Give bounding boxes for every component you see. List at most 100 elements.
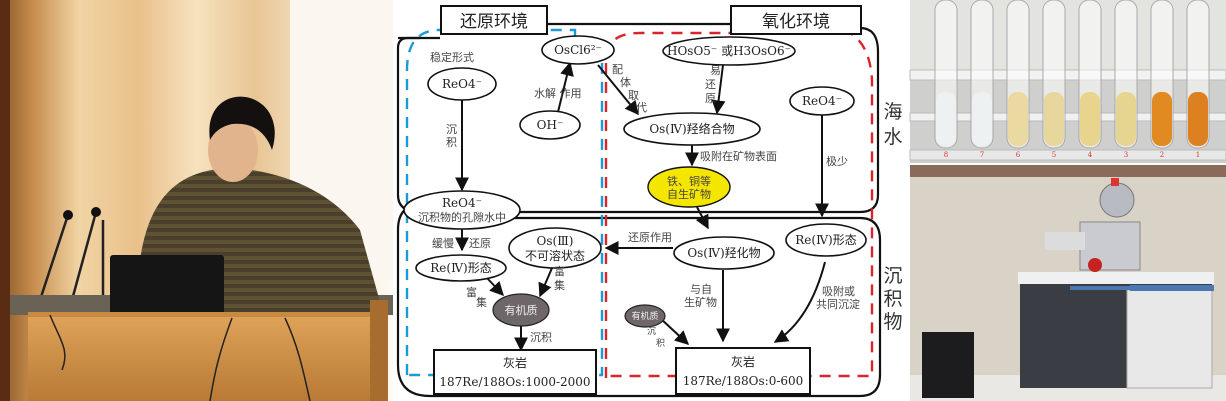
node-hoso5-label: HOsO5⁻ 或H3OsO6⁻ (667, 44, 791, 58)
arrow-re4-to-limestone (773, 261, 826, 343)
label-enrich-a-2: 集 (476, 295, 487, 309)
seawater-label-1: 海 (883, 101, 902, 123)
diagram-canvas: 还原环境 氧化环境 海 水 沉 积 物 稳定形式 (396, 5, 903, 398)
arrow-minerals-to-os4hydroxide (695, 206, 709, 230)
presenter-photo-illustration (0, 0, 393, 401)
node-reo4-top-label: ReO4⁻ (442, 77, 482, 91)
tube-liquid (936, 92, 956, 146)
reducing-header: 还原环境 (460, 12, 528, 32)
label-very-little: 极少 (826, 154, 848, 168)
node-limestone-right-title: 灰岩 (731, 354, 755, 369)
label-easily-reduced-1: 易 (710, 64, 721, 77)
arrow-oscl6-to-os4 (597, 64, 639, 116)
node-limestone-right-ratio: 187Re/188Os:0-600 (683, 374, 804, 388)
node-organic-left (492, 293, 550, 327)
sediment-label-2: 积 (883, 288, 902, 310)
node-reo4-top (427, 67, 497, 101)
node-re4-left-label: Re(Ⅳ)形态 (430, 261, 492, 275)
tube-liquid (1152, 92, 1172, 146)
node-oh-label: OH⁻ (537, 118, 564, 132)
tube-liquid (1080, 92, 1100, 146)
label-enrich-a-1: 富 (466, 285, 477, 299)
arrow-organic-small-to-limestone (659, 317, 690, 345)
node-limestone-left-title: 灰岩 (503, 355, 527, 370)
tube-number-label: 3 (1124, 151, 1128, 159)
presenter-hair (209, 96, 275, 150)
seawater-label-2: 水 (883, 126, 902, 148)
label-deposit-small-1: 沉 (647, 326, 656, 337)
node-os3 (508, 227, 602, 269)
computer-tower (922, 332, 974, 398)
label-sink-2: 积 (446, 136, 457, 149)
label-with-authigenic-1: 与自 (690, 283, 712, 296)
node-re4-left (415, 254, 507, 282)
tube-number-label: 1 (1196, 151, 1200, 159)
label-adsorb-coprecip-2: 共同沉淀 (816, 297, 860, 311)
tube-liquid (1188, 92, 1208, 146)
label-easily-reduced-3: 原 (705, 92, 716, 105)
wall-pillar (0, 0, 10, 401)
label-reduce: 还原 (469, 237, 491, 250)
label-ligand-sub-3: 取 (628, 89, 639, 102)
node-organic-right-label: 有机质 (631, 310, 658, 322)
node-reo4-porewater-label-1: ReO4⁻ (442, 196, 482, 210)
node-fe-cu-minerals-label-2: 自生矿物 (667, 187, 711, 201)
podium (28, 312, 388, 401)
label-deposit: 沉积 (530, 331, 552, 344)
node-limestone-right (675, 347, 811, 395)
arrow-oh-to-oscl6 (557, 61, 574, 113)
label-ligand-sub-4: 代 (636, 101, 647, 114)
label-adsorb-surface: 吸附在矿物表面 (700, 149, 777, 163)
label-hydrolysis: 水解 作用 (534, 86, 582, 100)
node-os4-hydroxo-complex (623, 112, 761, 146)
label-ligand-sub-2: 体 (620, 75, 631, 89)
node-organic-right (624, 304, 666, 328)
tube-liquid (1008, 92, 1028, 146)
sediment-label-1: 沉 (883, 265, 902, 287)
node-reo4-porewater (403, 190, 521, 230)
arrow-re4-to-organic (486, 277, 504, 297)
node-fe-cu-minerals (647, 166, 731, 208)
oxidizing-header-box (730, 5, 862, 35)
tube-number-label: 6 (1016, 151, 1021, 159)
flow-arrows (455, 61, 829, 352)
node-reo4-porewater-label-2: 沉积物的孔隙水中 (418, 210, 506, 224)
instrument-photo (910, 165, 1226, 401)
presenter-face (208, 118, 258, 182)
node-oscl6 (541, 35, 615, 65)
tube-number-label: 4 (1088, 151, 1093, 159)
node-re4-right (785, 223, 867, 257)
label-enrich-b-1: 富 (554, 264, 565, 278)
label-sink-1: 沉 (446, 123, 457, 136)
node-os4-hydroxo-complex-label: Os(Ⅳ)羟络合物 (649, 121, 734, 136)
label-easily-reduced-2: 还 (705, 78, 716, 91)
stable-form-label: 稳定形式 (430, 50, 474, 64)
node-limestone-left (433, 349, 597, 395)
instrument-dome (1099, 182, 1135, 218)
label-deposit-small-2: 积 (656, 337, 665, 349)
node-os4-hydroxide (673, 236, 775, 270)
tube-number-label: 8 (944, 151, 948, 159)
sediment-boundary (396, 203, 882, 398)
seawater-boundary (396, 26, 880, 214)
label-with-authigenic-2: 生矿物 (684, 295, 717, 309)
node-os3-label-2: 不可溶状态 (525, 248, 585, 263)
arrow-os3-to-organic (538, 267, 553, 298)
node-hoso5 (662, 36, 796, 66)
node-oscl6-label: OsCl6²⁻ (554, 43, 602, 57)
label-slow: 缓慢 (432, 237, 454, 250)
label-adsorb-coprecip-1: 吸附或 (822, 284, 855, 298)
tube-liquid (1044, 92, 1064, 146)
arrow-hoso5-to-os4 (711, 64, 726, 115)
tube-number-label: 2 (1160, 151, 1164, 159)
label-reduction: 还原作用 (628, 231, 672, 244)
node-reo4-right (789, 86, 855, 116)
reducing-header-box (440, 5, 548, 35)
tube-number-label: 7 (980, 151, 984, 159)
node-re4-right-label: Re(Ⅳ)形态 (795, 233, 857, 247)
label-enrich-b-2: 集 (554, 278, 565, 292)
